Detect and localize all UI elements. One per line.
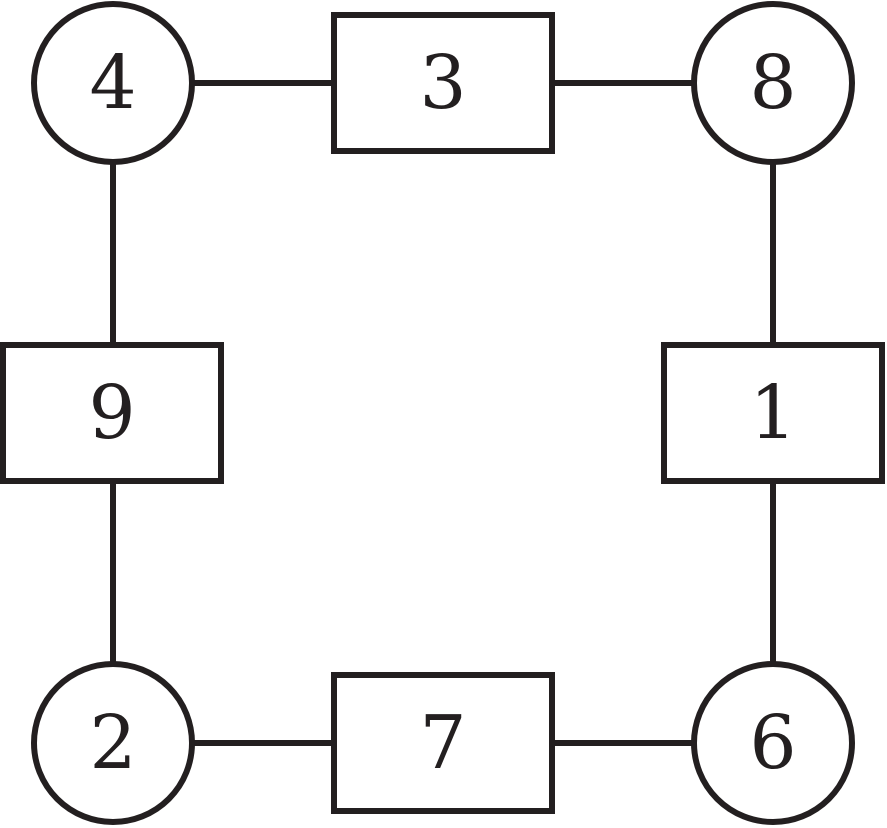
node-8-circle: 8 (691, 1, 855, 165)
node-6-circle: 6 (691, 661, 855, 825)
box-shape (0, 342, 224, 484)
node-3-box: 3 (331, 12, 555, 154)
node-1-label: 1 (749, 370, 796, 456)
box-shape (661, 342, 885, 484)
circle-shape (31, 661, 195, 825)
node-1-box: 1 (661, 342, 885, 484)
circle-shape (691, 1, 855, 165)
circle-shape (31, 1, 195, 165)
node-4-label: 4 (89, 40, 136, 126)
node-9-box: 9 (0, 342, 224, 484)
node-4-circle: 4 (31, 1, 195, 165)
node-2-circle: 2 (31, 661, 195, 825)
node-6-label: 6 (749, 700, 796, 786)
node-8-label: 8 (749, 40, 796, 126)
node-3-label: 3 (419, 40, 466, 126)
box-shape (331, 12, 555, 154)
node-2-label: 2 (89, 700, 136, 786)
node-9-label: 9 (88, 370, 135, 456)
node-7-label: 7 (419, 700, 466, 786)
box-shape (331, 672, 555, 814)
circle-shape (691, 661, 855, 825)
node-7-box: 7 (331, 672, 555, 814)
